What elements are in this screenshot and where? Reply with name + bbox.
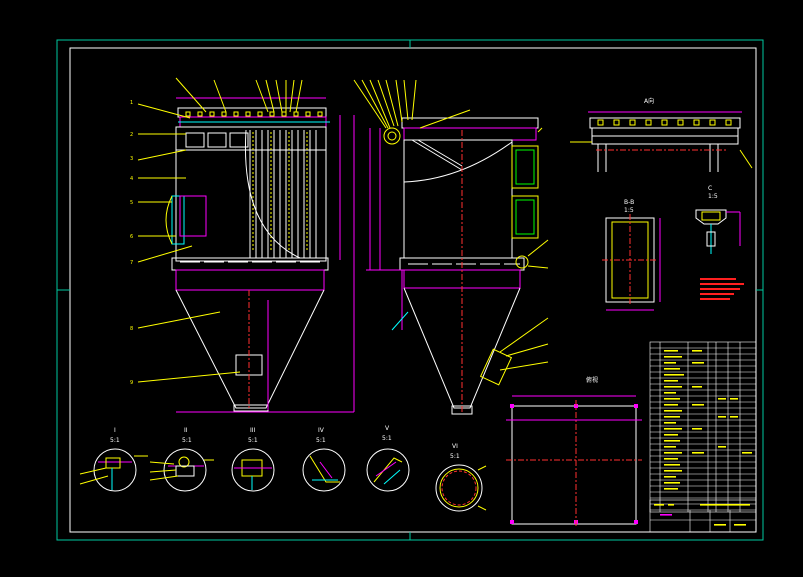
detail-view-4-label: IV	[318, 427, 325, 434]
small-view-c: C 1:5	[695, 185, 741, 254]
side-view	[353, 79, 549, 415]
detail-view-1-label: I	[114, 427, 116, 434]
detail-view-3-label: III	[250, 427, 256, 434]
detail-view-6: VI 5:1	[435, 443, 487, 512]
detail-view-5-label: V	[385, 425, 390, 432]
front-view: 1 2 3 4 5 6 7 8 9	[130, 77, 355, 413]
svg-text:6: 6	[130, 234, 133, 240]
small-view-scale: 1:5	[708, 193, 718, 200]
svg-text:4: 4	[130, 176, 133, 182]
parts-list-entries	[664, 350, 752, 490]
detail-view-5-scale: 5:1	[382, 435, 392, 442]
section-view-label: B-B	[624, 199, 634, 206]
detail-view-5: V 5:1	[366, 425, 410, 492]
svg-text:3: 3	[130, 156, 133, 162]
svg-text:5: 5	[130, 200, 133, 206]
detail-view-6-scale: 5:1	[450, 453, 460, 460]
detail-view-2: II 5:1	[149, 427, 214, 492]
svg-text:1: 1	[130, 100, 133, 106]
small-view-label: C	[708, 185, 712, 192]
detail-view-1: I 5:1	[79, 427, 148, 492]
title-block	[649, 499, 757, 533]
plan-view-label: 俯视	[586, 376, 598, 384]
detail-view-2-scale: 5:1	[182, 437, 192, 444]
detail-view-4-scale: 5:1	[316, 437, 326, 444]
svg-text:2: 2	[130, 132, 133, 138]
detail-view-4: IV 5:1	[302, 427, 346, 492]
detail-view-3-scale: 5:1	[248, 437, 258, 444]
detail-view-2-label: II	[184, 427, 188, 434]
plan-view: 俯视	[506, 376, 642, 528]
top-right-view-label: A向	[644, 97, 654, 105]
parts-list-table	[649, 341, 757, 513]
detail-views: I 5:1 II 5:1 III 5:1	[79, 425, 487, 512]
top-right-view: A向	[570, 97, 753, 172]
detail-view-1-scale: 5:1	[110, 437, 120, 444]
technical-notes-block	[700, 278, 744, 300]
svg-text:9: 9	[130, 380, 133, 386]
section-view-bb: B-B 1:5	[602, 199, 661, 311]
detail-view-6-label: VI	[452, 443, 458, 450]
section-view-scale: 1:5	[624, 207, 634, 214]
detail-view-3: III 5:1	[231, 427, 275, 492]
svg-text:7: 7	[130, 260, 133, 266]
svg-text:8: 8	[130, 326, 133, 332]
